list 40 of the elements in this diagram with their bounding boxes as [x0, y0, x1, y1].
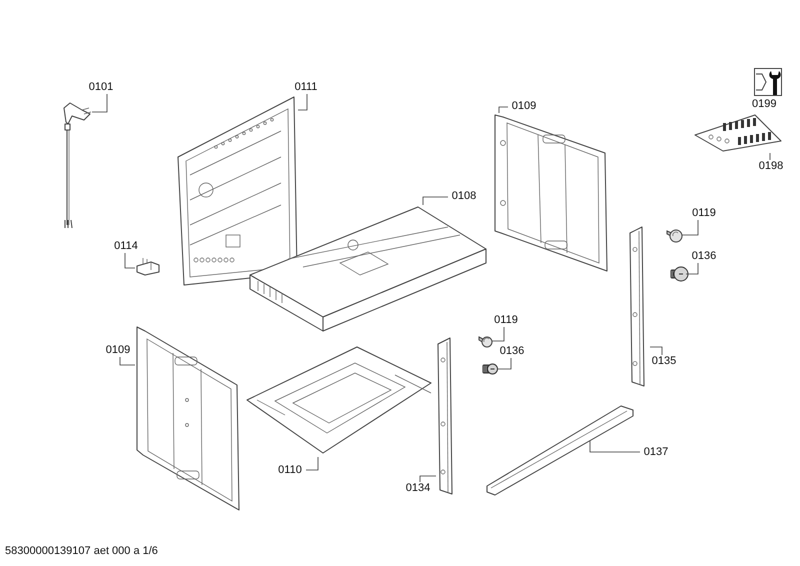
screw-drawing [482, 362, 497, 376]
callout-number: 0136 [496, 345, 528, 358]
leader-line [306, 456, 318, 470]
leader-line [682, 220, 698, 236]
parts-bag-drawing [693, 113, 783, 153]
callout-number: 0119 [688, 207, 720, 220]
leader-line [120, 356, 136, 366]
cover-drawing [248, 205, 488, 333]
leader-line [492, 326, 504, 342]
leader-line [650, 346, 662, 356]
leader-line [590, 440, 640, 452]
leader-line [92, 94, 108, 112]
bracket-drawing [135, 256, 161, 276]
callout-number: 0109 [102, 344, 134, 357]
leader-line [420, 476, 436, 482]
callout-number: 0108 [448, 190, 480, 203]
side-panel-drawing [135, 325, 240, 512]
leader-line [422, 196, 448, 206]
callout-number: 0135 [648, 355, 680, 368]
callout-number: 0198 [755, 160, 787, 173]
knob-drawing [478, 334, 492, 348]
leader-line [298, 94, 308, 110]
part-number: 0199 [752, 98, 776, 111]
callout-number: 0109 [508, 100, 540, 113]
callout-number: 0119 [490, 314, 522, 327]
callout-number: 0110 [274, 464, 306, 477]
leader-line [124, 252, 136, 268]
leader-line [498, 106, 508, 114]
callout-number: 0137 [640, 446, 672, 459]
callout-number: 0134 [402, 482, 434, 495]
callout-number: 0114 [110, 240, 142, 253]
callout-number: 0111 [290, 81, 322, 94]
back-panel-drawing [176, 95, 298, 287]
leader-line [686, 262, 698, 274]
screw-drawing [670, 265, 686, 283]
callout-number: 0136 [688, 250, 720, 263]
leader-line [496, 358, 512, 370]
drawing-number: 58300000139107 aet 000 a 1/6 [5, 545, 158, 558]
side-panel-drawing [493, 113, 608, 273]
callout-number: 0101 [85, 81, 117, 94]
